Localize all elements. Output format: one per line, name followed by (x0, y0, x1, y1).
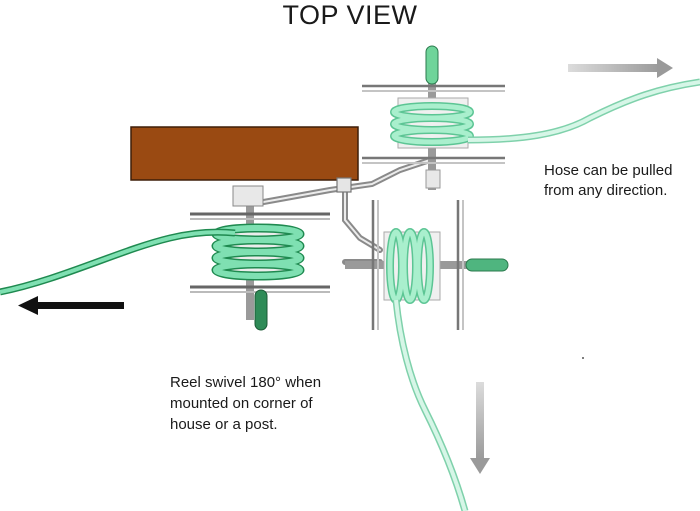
arrow-left (18, 296, 124, 315)
diagram-title: TOP VIEW (282, 0, 418, 30)
arrow-right (568, 58, 673, 78)
pull-note-line-1: Hose can be pulled (544, 162, 673, 179)
reel-top-hose-coils (390, 102, 474, 146)
swivel-note-line-2: mounted on corner of (170, 395, 313, 412)
wood-mounting-block (130, 126, 359, 181)
swivel-note-line-3: house or a post. (170, 416, 278, 433)
hose-left (0, 230, 236, 294)
pull-direction-note: Hose can be pulled from any direction. (544, 161, 700, 201)
reel-side (345, 200, 509, 330)
stray-dot (582, 357, 584, 359)
swivel-note-line-1: Reel swivel 180° when (170, 374, 322, 391)
reel-left (190, 185, 330, 331)
hose-right (467, 80, 700, 142)
reel-top (362, 45, 505, 190)
reel-left-hub-top (232, 185, 264, 207)
swivel-note: Reel swivel 180° when mounted on corner … (170, 372, 370, 435)
reel-top-crank-handle (425, 45, 439, 85)
reel-left-crank-handle (254, 289, 268, 331)
hose-down (394, 299, 467, 511)
reel-side-crank-handle (465, 258, 509, 272)
pull-note-line-2: from any direction. (544, 182, 668, 199)
arrow-down (470, 382, 490, 474)
swivel-joint (336, 177, 352, 193)
